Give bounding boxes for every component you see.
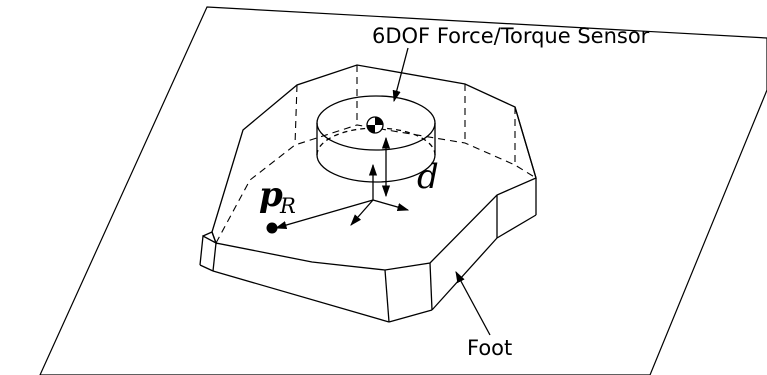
- sensor-label: 6DOF Force/Torque Sensor: [372, 24, 650, 48]
- ground-plane: [39, 6, 767, 375]
- foot-hidden-edges: [215, 65, 537, 244]
- foot-side-faces: [199, 106, 537, 323]
- sensor-cylinder: [316, 95, 436, 183]
- position-vector-subscript: R: [280, 194, 296, 218]
- foot-label: Foot: [467, 336, 513, 360]
- position-point: [266, 222, 278, 234]
- position-vector-label: p: [259, 175, 283, 215]
- foot-pointer-arrow: [455, 270, 491, 336]
- sole-frame-axes: [350, 163, 410, 226]
- sensor-pointer-arrow: [392, 47, 409, 103]
- sensor-center-marker: [366, 116, 384, 134]
- position-vector-arrow: [274, 199, 374, 230]
- distance-label: d: [417, 157, 439, 197]
